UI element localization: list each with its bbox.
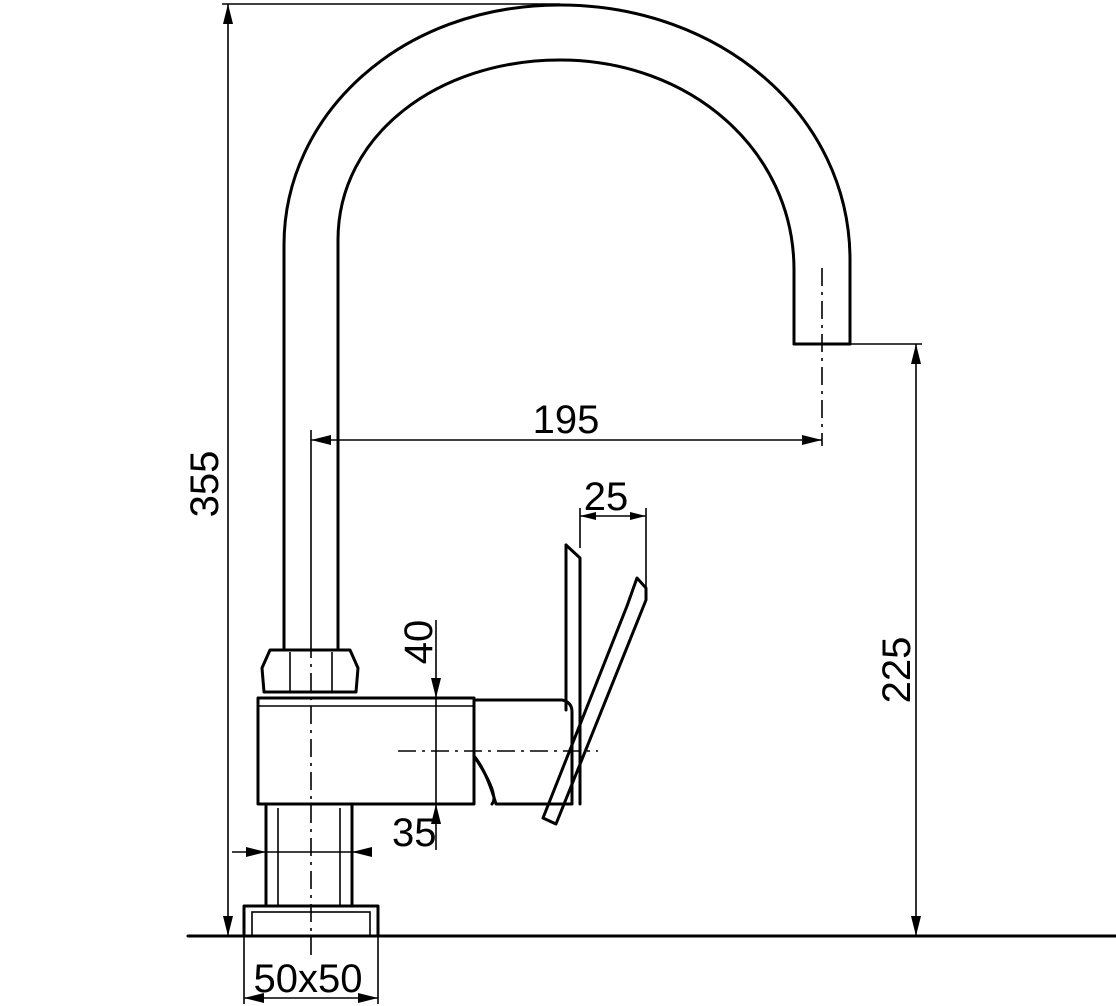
nut-outline bbox=[260, 648, 360, 694]
spout-outer-contour bbox=[282, 3, 852, 652]
lever-handle bbox=[541, 543, 648, 826]
arrow-left bbox=[352, 847, 372, 857]
dimension-label-40: 40 bbox=[397, 620, 441, 665]
housing-curve bbox=[472, 754, 496, 806]
dimension-label-195: 195 bbox=[533, 398, 600, 442]
dimension-label-25: 25 bbox=[584, 475, 629, 519]
arrow-up bbox=[431, 804, 441, 824]
dimension-total-height: 355 bbox=[183, 3, 560, 936]
hex-nut bbox=[260, 648, 360, 694]
dimension-handle-thickness: 25 bbox=[579, 475, 647, 590]
cartridge-housing bbox=[472, 698, 574, 806]
spout-inner-contour bbox=[336, 58, 796, 652]
arrow-right bbox=[358, 993, 378, 1003]
dimension-shank-width bbox=[232, 847, 372, 857]
arrow-left bbox=[311, 435, 331, 445]
dimension-outlet-height: 225 bbox=[850, 343, 922, 936]
arrow-down bbox=[223, 916, 233, 936]
dimension-base-size: 50x50 bbox=[243, 936, 379, 1004]
dimension-label-50x50: 50x50 bbox=[254, 957, 363, 1001]
spout bbox=[282, 3, 852, 652]
arrow-down bbox=[911, 916, 921, 936]
dimension-label-355: 355 bbox=[183, 451, 227, 518]
arrow-up bbox=[911, 344, 921, 364]
dimension-label-225: 225 bbox=[875, 637, 919, 704]
dimension-spout-reach: 195 bbox=[310, 398, 822, 640]
arrow-up bbox=[223, 4, 233, 24]
shank bbox=[264, 802, 354, 908]
arrow-right bbox=[802, 435, 822, 445]
arrow-right bbox=[630, 512, 646, 520]
arrow-left bbox=[580, 512, 596, 520]
arrow-down bbox=[431, 678, 441, 698]
dimension-label-35: 35 bbox=[392, 811, 437, 855]
arrow-left bbox=[244, 993, 264, 1003]
arrow-right bbox=[246, 847, 266, 857]
dimension-body-offsets: 40 35 bbox=[392, 620, 441, 855]
